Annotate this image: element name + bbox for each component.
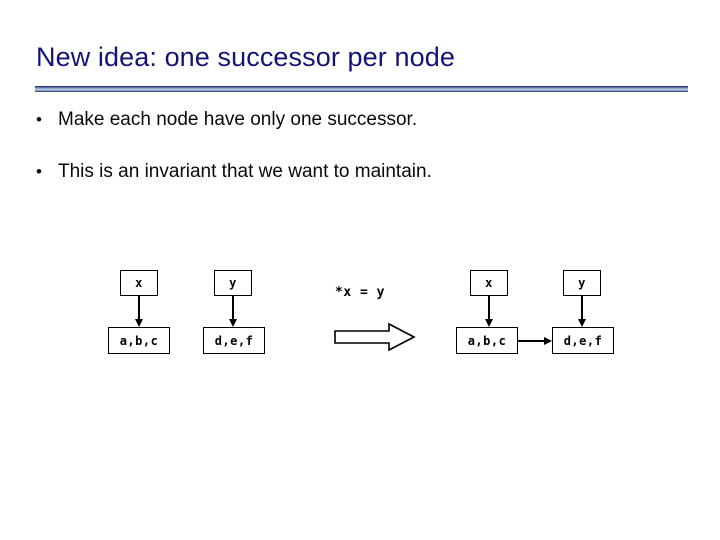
- before-data-box-def: d,e,f: [203, 327, 265, 354]
- after-pointer-box-x: x: [470, 270, 508, 296]
- before-arrow-x-to-abc: [138, 296, 140, 320]
- bullet-marker-icon: •: [36, 110, 42, 129]
- after-arrow-x-to-abc: [488, 296, 490, 320]
- page-title: New idea: one successor per node: [36, 42, 455, 72]
- list-item: • This is an invariant that we want to m…: [36, 160, 696, 184]
- transform-block-arrow-icon: [334, 322, 416, 352]
- before-pointer-box-y: y: [214, 270, 252, 296]
- after-successor-link-arrow: [518, 340, 545, 342]
- title-divider: [35, 86, 688, 92]
- bullet-text: This is an invariant that we want to mai…: [58, 161, 432, 182]
- bullet-list: • Make each node have only one successor…: [36, 108, 696, 212]
- bullet-marker-icon: •: [36, 162, 42, 181]
- bullet-text: Make each node have only one successor.: [58, 109, 418, 130]
- before-arrow-y-to-def: [232, 296, 234, 320]
- after-pointer-box-y: y: [563, 270, 601, 296]
- after-data-box-abc: a,b,c: [456, 327, 518, 354]
- after-arrow-y-to-def: [581, 296, 583, 320]
- before-data-box-abc: a,b,c: [108, 327, 170, 354]
- list-item: • Make each node have only one successor…: [36, 108, 696, 132]
- after-data-box-def: d,e,f: [552, 327, 614, 354]
- before-pointer-box-x: x: [120, 270, 158, 296]
- operation-label: *x = y: [335, 285, 385, 300]
